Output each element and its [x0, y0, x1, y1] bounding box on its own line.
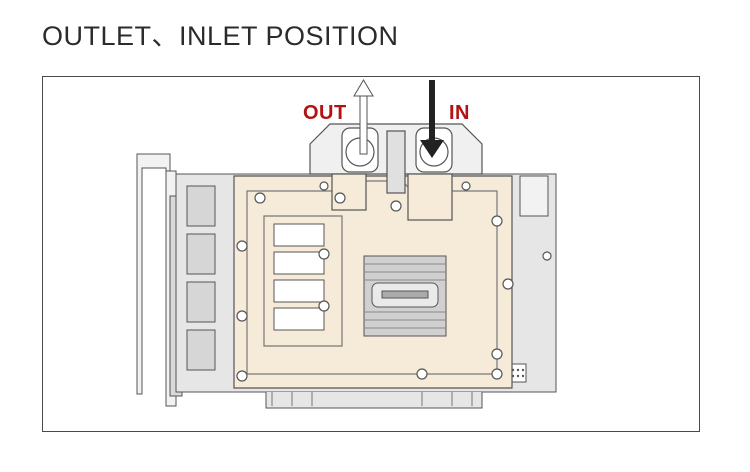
io-bracket	[136, 153, 183, 407]
inlet-label: IN	[449, 102, 470, 124]
inlet-arrow-icon	[420, 80, 444, 158]
memory-modules	[273, 223, 325, 331]
page-title: OUTLET、INLET POSITION	[42, 21, 399, 51]
terminal-block	[309, 123, 483, 221]
gpu-fin-stack	[363, 255, 447, 337]
screws	[236, 181, 552, 382]
outlet-label: OUT	[303, 102, 347, 124]
gpu-waterblock-diagram	[136, 79, 557, 409]
outlet-arrow-icon	[353, 79, 374, 155]
